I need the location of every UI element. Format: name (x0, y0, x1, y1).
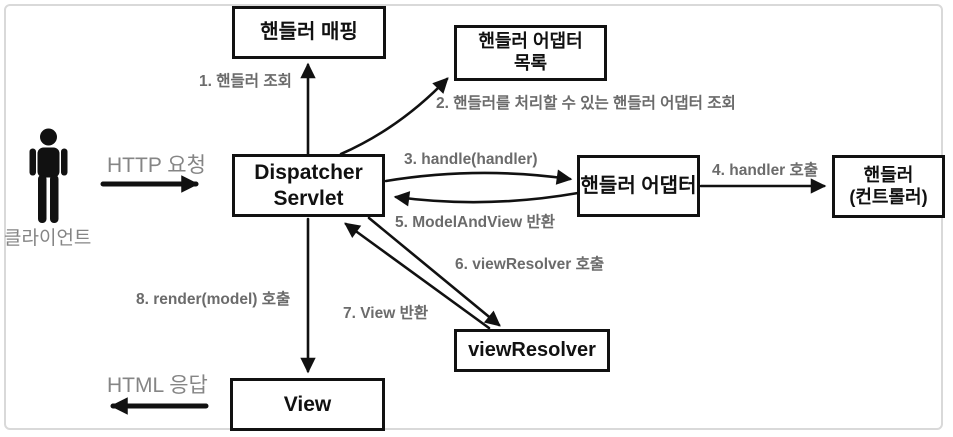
handler-adapter-list-label-line2: 목록 (513, 53, 548, 73)
handler-controller-box: 핸들러 (컨트롤러) (832, 155, 945, 218)
arrow-step5-modelandview-return (393, 191, 580, 207)
handler-controller-label-line1: 핸들러 (863, 164, 914, 185)
view-resolver-label: viewResolver (468, 339, 596, 362)
handler-adapter-list-label-line1: 핸들러 어댑터 (478, 31, 583, 52)
arrow-step7-view-return (344, 222, 491, 330)
step2-label: 2. 핸들러를 처리할 수 있는 핸들러 어댑터 조회 (436, 95, 736, 112)
step1-label: 1. 핸들러 조회 (199, 73, 292, 90)
view-box: View (230, 378, 385, 431)
person-icon (29, 128, 68, 223)
handler-adapter-label: 핸들러 어댑터 (580, 174, 697, 197)
html-response-label: HTML 응답 (107, 374, 208, 397)
handler-mapping-box: 핸들러 매핑 (232, 6, 386, 59)
arrow-step6-viewresolver-call (367, 216, 501, 327)
view-resolver-box: viewResolver (454, 329, 610, 372)
handler-adapter-list-box: 핸들러 어댑터 목록 (454, 25, 607, 81)
step6-label: 6. viewResolver 호출 (455, 256, 605, 273)
arrow-step3-handle (384, 169, 573, 185)
step8-label: 8. render(model) 호출 (136, 291, 291, 308)
client-label: 클라이언트 (4, 228, 92, 249)
handler-controller-label-line2: (컨트롤러) (849, 186, 928, 207)
dispatcher-servlet-label-line1: Dispatcher (254, 160, 363, 184)
http-request-label: HTTP 요청 (107, 154, 206, 177)
step3-label: 3. handle(handler) (404, 151, 538, 168)
step7-label: 7. View 반환 (343, 305, 429, 322)
arrow-step2-adapter-lookup (339, 77, 449, 156)
step5-label: 5. ModelAndView 반환 (395, 214, 556, 231)
dispatcher-servlet-label-line2: Servlet (273, 186, 344, 210)
handler-adapter-box: 핸들러 어댑터 (577, 155, 700, 217)
handler-mapping-label: 핸들러 매핑 (260, 21, 358, 44)
step4-label: 4. handler 호출 (712, 162, 819, 179)
view-label: View (283, 392, 332, 416)
dispatcher-servlet-box: Dispatcher Servlet (232, 154, 385, 217)
